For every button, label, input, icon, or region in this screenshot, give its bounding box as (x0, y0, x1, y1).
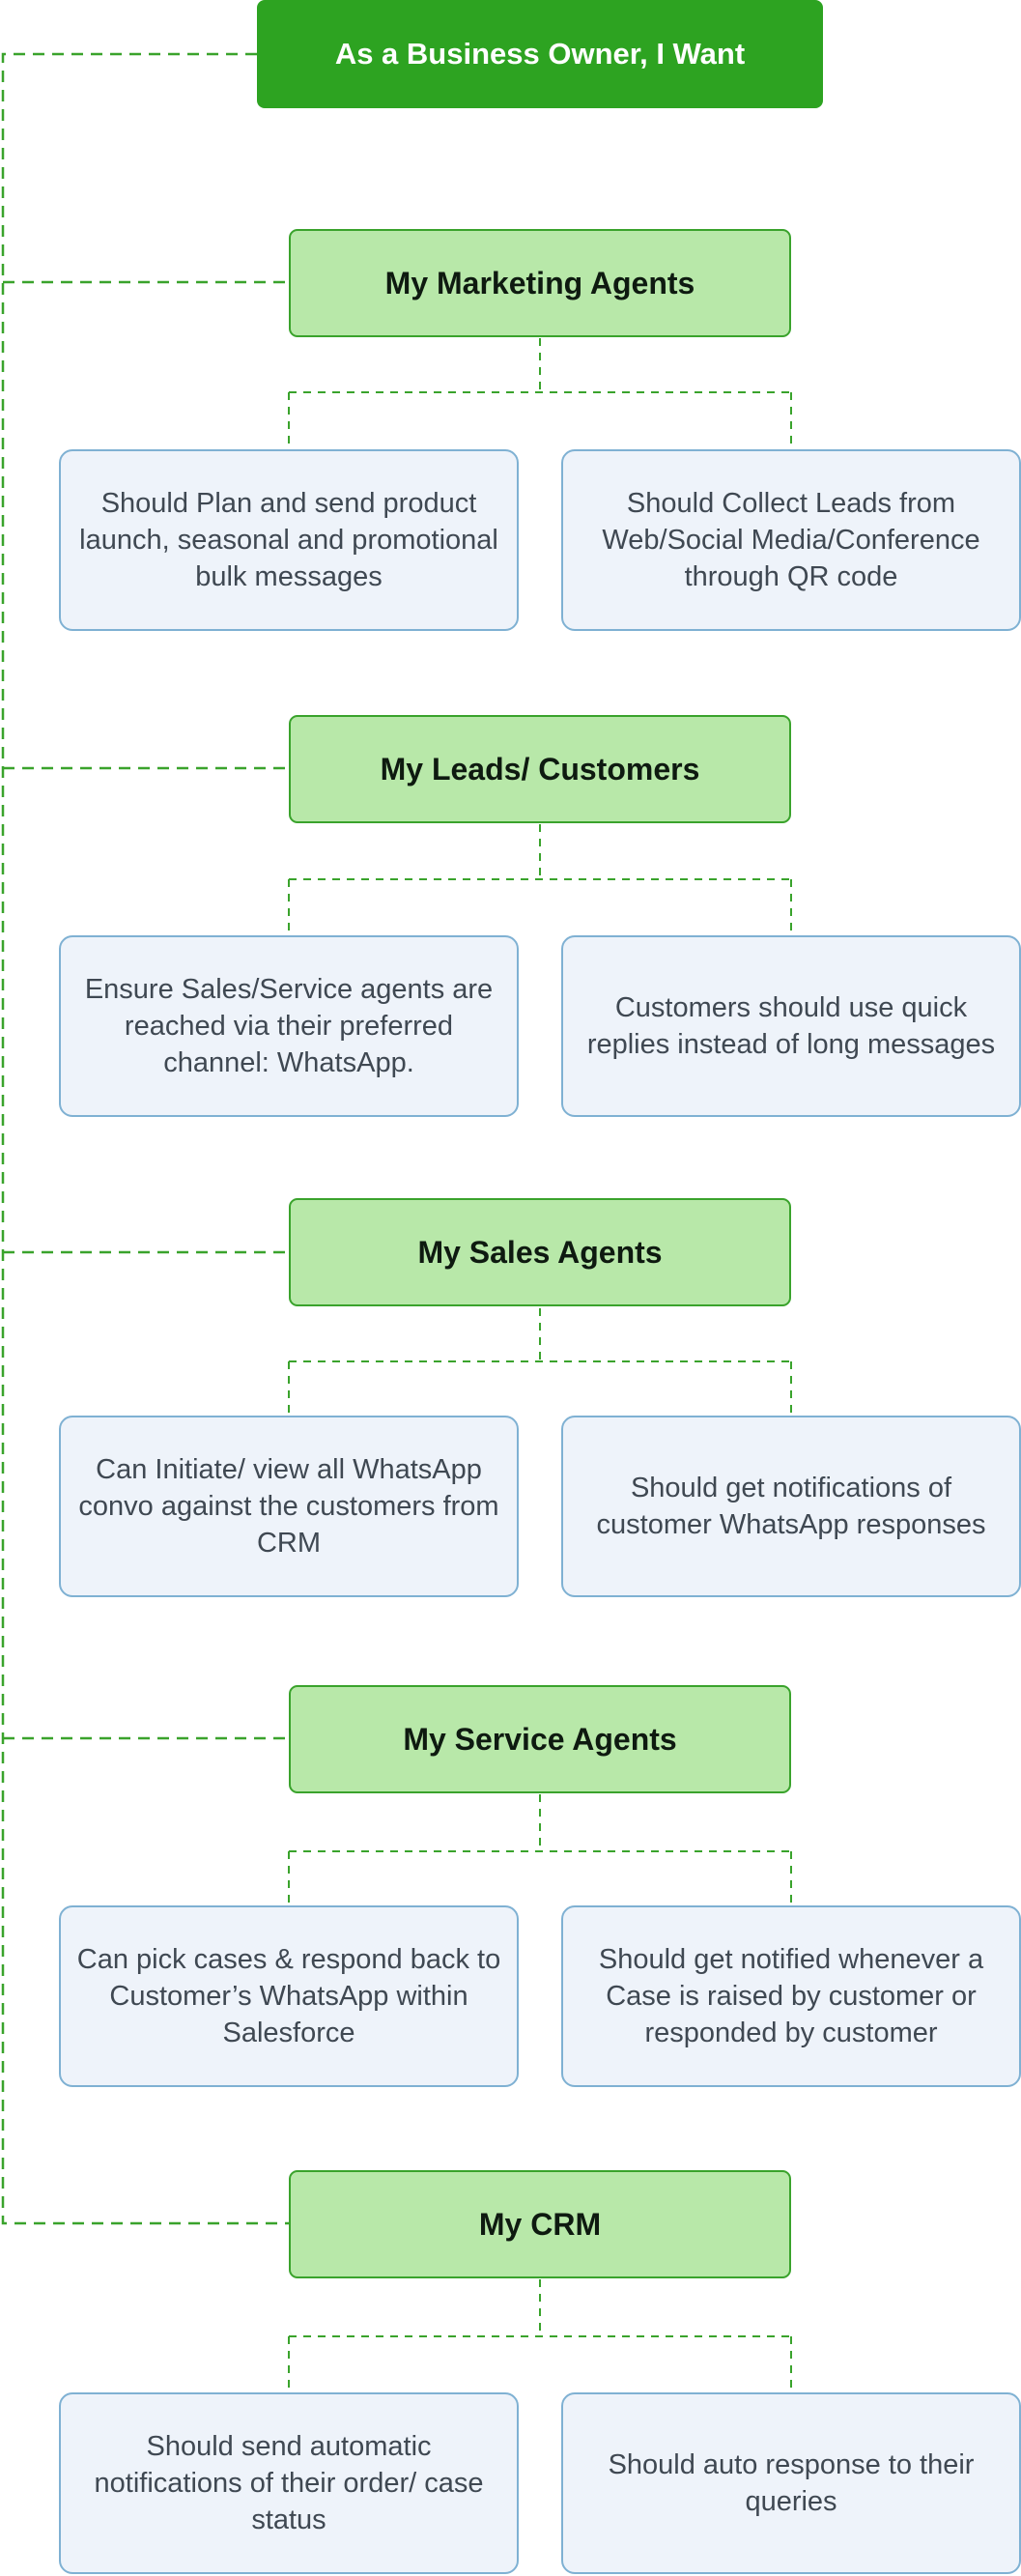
section-leads-customers: My Leads/ Customers (289, 715, 791, 823)
section-sales-agents: My Sales Agents (289, 1198, 791, 1306)
section-service-agents: My Service Agents (289, 1685, 791, 1793)
item-sales-initiate-convo: Can Initiate/ view all WhatsApp convo ag… (59, 1416, 519, 1597)
section-crm: My CRM (289, 2170, 791, 2278)
item-crm-auto-response: Should auto response to their queries (561, 2392, 1021, 2574)
item-leads-quick-replies: Customers should use quick replies inste… (561, 935, 1021, 1117)
item-marketing-collect-leads: Should Collect Leads from Web/Social Med… (561, 449, 1021, 631)
section-marketing-agents: My Marketing Agents (289, 229, 791, 337)
item-leads-preferred-channel: Ensure Sales/Service agents are reached … (59, 935, 519, 1117)
root-node: As a Business Owner, I Want (257, 0, 823, 108)
trunk-line (1, 52, 289, 2225)
item-marketing-plan-bulk-messages: Should Plan and send product launch, sea… (59, 449, 519, 631)
item-service-pick-cases: Can pick cases & respond back to Custome… (59, 1905, 519, 2087)
item-sales-notifications: Should get notifications of customer Wha… (561, 1416, 1021, 1597)
item-crm-automatic-notifications: Should send automatic notifications of t… (59, 2392, 519, 2574)
item-service-case-notified: Should get notified whenever a Case is r… (561, 1905, 1021, 2087)
